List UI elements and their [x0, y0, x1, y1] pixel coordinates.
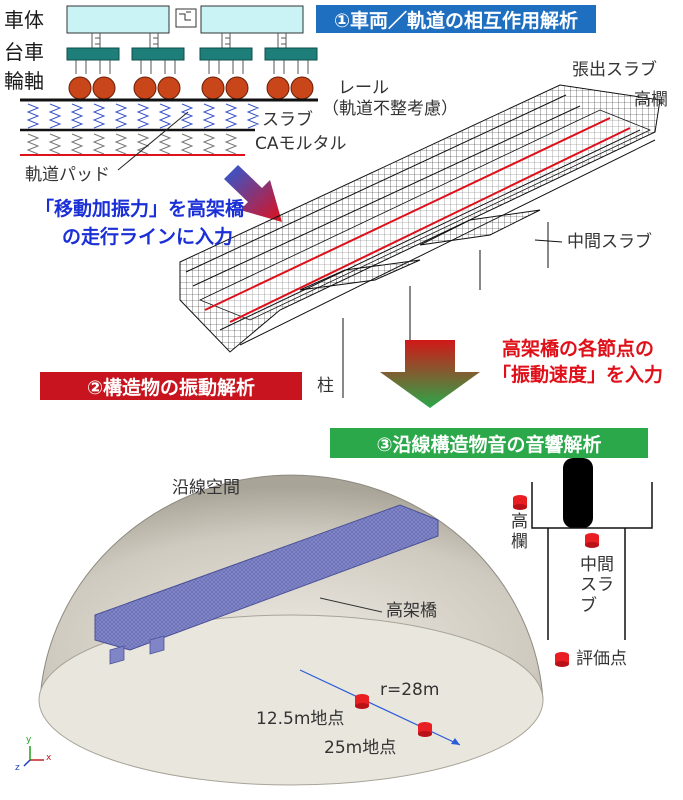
- secondary-suspension: [91, 33, 287, 49]
- track-pad-springs: [26, 103, 260, 129]
- train-silhouette: [563, 458, 593, 528]
- input-note1-line2: の走行ラインに入力: [62, 226, 234, 248]
- eval-point-12: [355, 694, 369, 709]
- cs-label-middle-slab: 中間スラブ: [580, 555, 614, 616]
- cs-point-railing: [513, 495, 527, 510]
- step1-banner: ①車両／軌道の相互作用解析: [316, 5, 596, 33]
- input-note2-line1: 高架橋の各節点の: [502, 338, 655, 360]
- bogie-4: [264, 47, 318, 61]
- label-bogie: 台車: [4, 40, 44, 64]
- label-overhang-slab: 張出スラブ: [572, 60, 657, 80]
- axis-z: z: [15, 763, 20, 773]
- bogie-1: [66, 47, 120, 61]
- step2-banner: ②構造物の振動解析: [40, 372, 302, 400]
- label-space: 沿線空間: [172, 478, 240, 498]
- cs-point-slab: [585, 533, 599, 548]
- ca-mortar-springs: [26, 133, 238, 155]
- label-ca-mortar: CAモルタル: [255, 134, 347, 154]
- wheelsets: [68, 76, 314, 100]
- label-column: 柱: [317, 376, 334, 396]
- acoustic-dome: [23, 474, 544, 786]
- car-body-right: [200, 5, 304, 34]
- label-car-body: 車体: [4, 8, 44, 32]
- bridge-fem-mesh: [179, 84, 661, 398]
- axis-y: y: [26, 735, 32, 745]
- cs-label-evaluation-point: 評価点: [576, 649, 627, 669]
- eval-point-25: [418, 722, 432, 737]
- cs-label-railing: 高欄: [511, 512, 528, 552]
- label-middle-slab: 中間スラブ: [567, 232, 652, 252]
- middle-slab-leader: [534, 239, 563, 243]
- input-arrow-1: [224, 165, 282, 222]
- axis-x: x: [46, 753, 52, 763]
- label-rail: レール: [338, 78, 389, 98]
- label-slab: スラブ: [262, 110, 313, 130]
- label-radius: r=28m: [380, 680, 440, 700]
- input-arrow-2: [380, 340, 480, 408]
- viaduct-leader: [319, 597, 383, 613]
- label-point-25: 25m地点: [324, 738, 397, 758]
- primary-suspension: [75, 60, 309, 74]
- label-wheelset: 輪軸: [4, 69, 44, 93]
- vehicle-track-model: [20, 5, 318, 171]
- bogie-2: [131, 47, 185, 61]
- cs-point-legend: [555, 652, 569, 667]
- label-point-12: 12.5m地点: [256, 709, 345, 729]
- running-line-2: [229, 127, 631, 323]
- label-rail-note: （軌道不整考慮）: [322, 99, 458, 119]
- input-note2-line2: 「振動速度」を入力: [492, 364, 664, 386]
- label-railing: 高欄: [634, 90, 668, 110]
- radius-line: [299, 669, 461, 746]
- viaduct-model: [94, 504, 439, 651]
- car-body-left: [66, 5, 170, 34]
- axis-triad: [23, 746, 44, 767]
- label-track-pad: 軌道パッド: [25, 165, 110, 185]
- input-note1-line1: 「移動加振力」を高架橋: [35, 198, 245, 220]
- running-line-1: [204, 117, 611, 311]
- bogie-3: [199, 47, 253, 61]
- label-viaduct: 高架橋: [386, 601, 437, 621]
- cross-section: [513, 458, 653, 667]
- step3-banner: ③沿線構造物音の音響解析: [330, 428, 648, 458]
- track-pad-leader: [117, 111, 189, 171]
- columns: [342, 222, 549, 398]
